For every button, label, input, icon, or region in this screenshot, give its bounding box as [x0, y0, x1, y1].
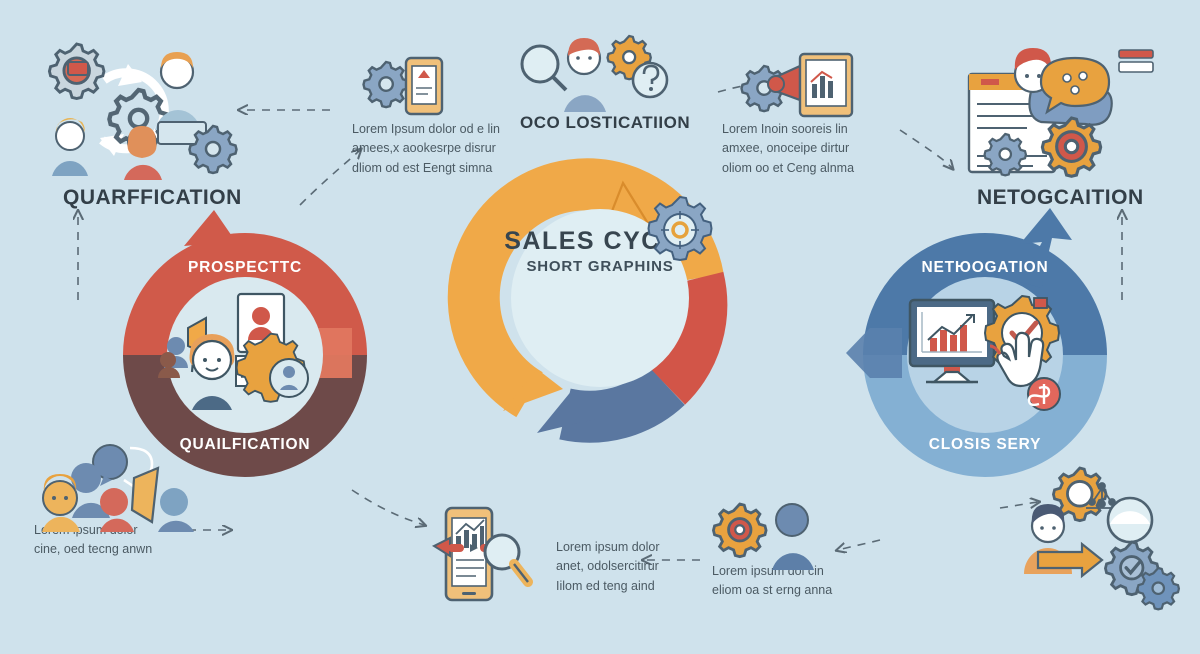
lorem-line: oliom oo et Ceng alnma: [722, 160, 855, 175]
top-right-mid-icons: [740, 52, 854, 118]
top-left-cluster: [47, 42, 238, 180]
lorem-line: Iilom ed teng aind: [556, 578, 655, 593]
question-mark-icon: [631, 61, 669, 99]
dollar-coin-icon: [1027, 377, 1061, 411]
left-arc-bottom: [123, 354, 367, 477]
ring-arrow-orange: [503, 369, 563, 411]
hand-cursor-icon: [989, 331, 1045, 388]
left-circle-icons: [158, 292, 309, 410]
avatar-icon: [155, 52, 207, 145]
briefcase-icon: [67, 61, 89, 76]
avatar-icon: [52, 118, 88, 176]
left-arc-top: [123, 233, 367, 356]
bottom-right-cluster: [1024, 466, 1181, 611]
lorem-top-left: Lorem Ipsum dolor od e lin amees,x aooke…: [352, 120, 500, 178]
top-center-cluster: [520, 34, 669, 112]
magnifier-icon: [483, 533, 533, 587]
avatar-icon: [100, 488, 134, 532]
left-arrow-up: [184, 210, 236, 290]
avatar-icon: [158, 337, 188, 378]
top-left-mid-icons: [362, 56, 444, 116]
mobile-chart-icon: [444, 506, 494, 602]
gear-icon: [1051, 466, 1108, 523]
megaphone-icon: [767, 64, 802, 102]
ring-arrow-blue: [537, 389, 595, 433]
lorem-line: Lorem Inoin sooreis lin: [722, 122, 848, 136]
lorem-line: Lorem ipsum dolor: [556, 540, 660, 554]
megaphone-icon: [130, 466, 160, 524]
stage-circle-right[interactable]: NETЮOGATION CLOSIS SERY: [846, 208, 1108, 478]
bottom-left-cluster: [42, 444, 194, 532]
center-ring: SALES CYCLE SHORT GRAPHINS: [445, 143, 755, 453]
top-right-cluster: [967, 48, 1154, 178]
lorem-line: amees,x aookesrpe disrur: [352, 141, 496, 156]
gear-avatar-icon: [235, 332, 309, 403]
person-icon: [189, 334, 235, 410]
right-circle-icons: [908, 294, 1061, 411]
stage-circle-left[interactable]: PROSPECTTC QUAILFICATION: [122, 210, 368, 478]
arrow-head-icon: [118, 64, 142, 86]
ring-segment-red: [648, 271, 728, 405]
gear-icon: [362, 60, 410, 109]
network-icon: [1086, 482, 1120, 509]
gear-icon: [1040, 116, 1103, 178]
left-arc-bottom-label: QUAILFICATION: [179, 436, 311, 453]
avatar-icon: [124, 126, 162, 180]
lorem-line: dliom od est Eengt simna: [352, 160, 493, 175]
right-arc-top-label: NETЮOGATION: [921, 259, 1049, 276]
tablet-chart-icon: [798, 52, 854, 118]
headline-left: QUARFFICATION: [63, 186, 242, 209]
right-arc-bottom: [863, 354, 1107, 477]
lorem-line: anet, odolsercitirur: [556, 559, 659, 574]
headline-right: NETOGCAITION: [977, 186, 1144, 209]
lorem-line: amxee, onoceipe dirtur: [722, 141, 850, 156]
gear-icon: [647, 195, 713, 262]
lorem-line: cine, oed tecng anwn: [34, 542, 153, 557]
right-arc-top: [863, 233, 1107, 356]
mobile-document-icon: [404, 56, 444, 116]
magnifier-icon: [520, 44, 568, 92]
magnifier-gear-check-icon: [1103, 496, 1181, 611]
person-arrow-icon: [1024, 504, 1104, 579]
person-icon: [564, 38, 606, 112]
headline-top: OCO LOSTICATIION: [520, 113, 691, 132]
avatar-icon: [71, 463, 110, 518]
lorem-line: Lorem Ipsum dolor od e lin: [352, 122, 500, 136]
gear-icon: [711, 502, 768, 559]
right-arc-bottom-label: CLOSIS SERY: [928, 436, 1042, 453]
person-icon: [772, 503, 814, 570]
bottom-right-mid-icons: [711, 502, 814, 570]
lorem-line: eliom oa st erng anna: [712, 583, 833, 598]
monitor-chart-icon: [908, 298, 996, 384]
speech-bubble-icon: [1039, 56, 1111, 115]
list-icon: [1118, 49, 1154, 73]
lorem-bottom-center: Lorem ipsum dolor anet, odolsercitirur I…: [556, 538, 660, 596]
bottom-center-icons: [431, 506, 533, 602]
avatar-icon: [42, 474, 80, 532]
left-arc-top-label: PROSPECTTC: [188, 259, 302, 276]
speech-bubble-icon: [92, 444, 154, 491]
center-subtitle: SHORT GRAPHINS: [526, 258, 674, 275]
gear-icon: [983, 132, 1028, 177]
gear-icon: [188, 124, 238, 175]
lorem-top-right: Lorem Inoin sooreis lin amxee, onoceipe …: [722, 120, 854, 178]
avatar-icon: [158, 488, 194, 532]
right-arrow-in: [846, 328, 902, 378]
right-arrow-up: [1020, 208, 1072, 288]
